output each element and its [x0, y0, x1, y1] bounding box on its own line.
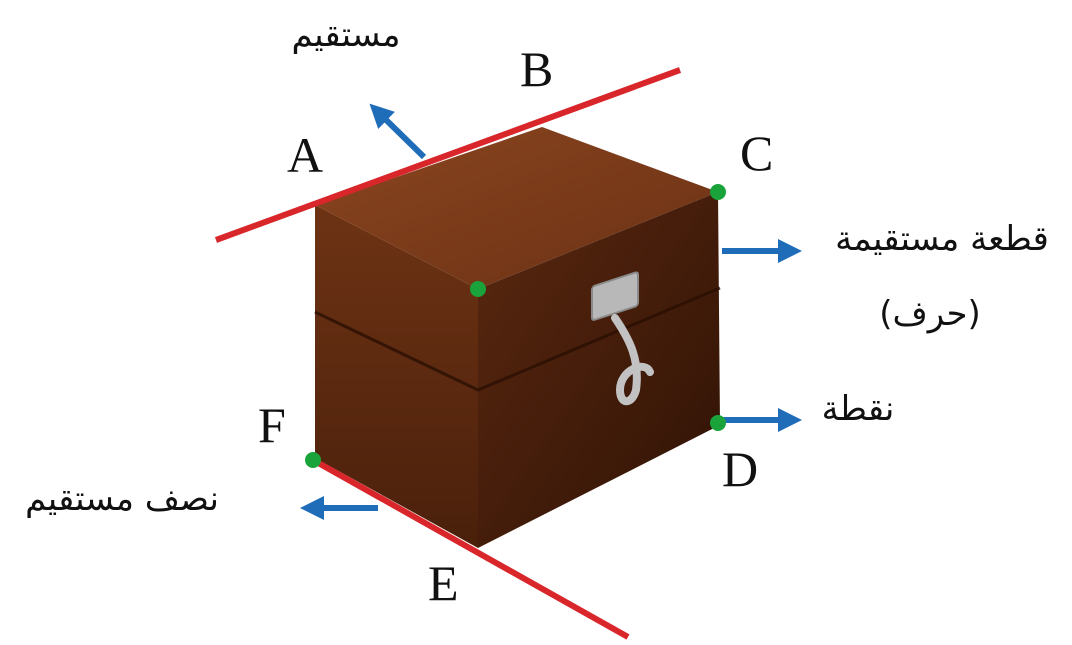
label-point: نقطة	[822, 389, 895, 429]
point-d-dot	[710, 415, 726, 431]
label-segment: قطعة مستقيمة	[835, 219, 1049, 259]
label-point-c: C	[740, 125, 773, 181]
point-top-dot	[470, 281, 486, 297]
chest-box	[315, 127, 720, 548]
label-point-a: A	[287, 127, 323, 183]
label-point-e: E	[428, 555, 459, 611]
point-f-dot	[305, 452, 321, 468]
point-c-dot	[710, 184, 726, 200]
label-point-b: B	[520, 41, 553, 97]
label-ray: نصف مستقيم	[25, 479, 219, 519]
label-point-f: F	[258, 397, 286, 453]
line-arrow	[378, 112, 424, 157]
label-line: مستقيم	[292, 15, 401, 55]
label-edge: (حرف)	[879, 294, 981, 334]
label-point-d: D	[722, 441, 758, 497]
